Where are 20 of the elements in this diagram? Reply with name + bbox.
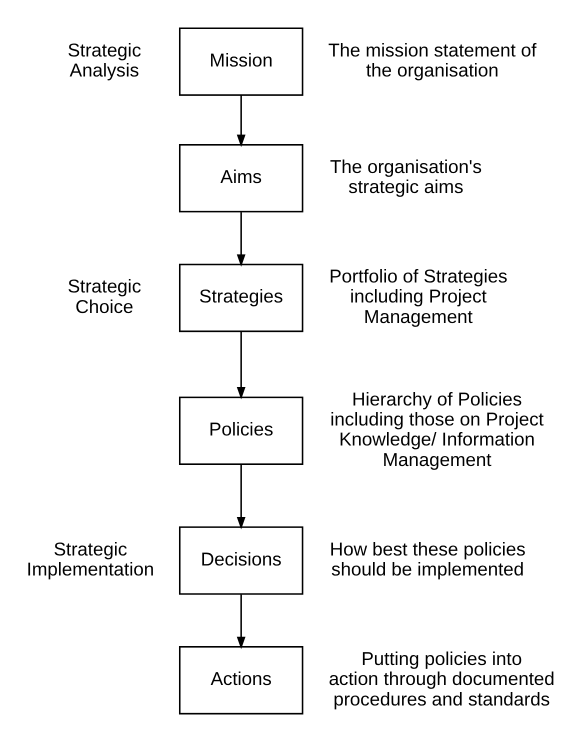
arrow	[236, 332, 246, 400]
node-box: Actions	[178, 646, 304, 714]
arrow	[236, 464, 246, 530]
node-box: Strategies	[178, 264, 304, 332]
arrow	[236, 594, 246, 650]
node-box: Policies	[178, 396, 304, 465]
node-box: Aims	[178, 144, 304, 212]
node-label: How best these policies should be implemented	[330, 538, 526, 580]
node-label: Hierarchy of Policies including those on Project Knowledge/ Information Management	[330, 388, 544, 470]
node-label: Putting policies into action through documented procedures and standards	[328, 648, 555, 710]
node-label: The organisation's strategic aims	[330, 156, 482, 198]
arrow	[236, 212, 246, 267]
label: Strategic Analysis	[68, 39, 142, 81]
node-box: Mission	[178, 27, 304, 96]
node-box: Decisions	[178, 526, 304, 595]
arrow	[236, 95, 246, 148]
label: Strategic Implementation	[26, 538, 154, 580]
node-label: Portfolio of Strategies including Project Management	[329, 266, 508, 327]
label: Strategic Choice	[68, 276, 142, 317]
node-label: The mission statement of the organisation	[328, 39, 536, 81]
